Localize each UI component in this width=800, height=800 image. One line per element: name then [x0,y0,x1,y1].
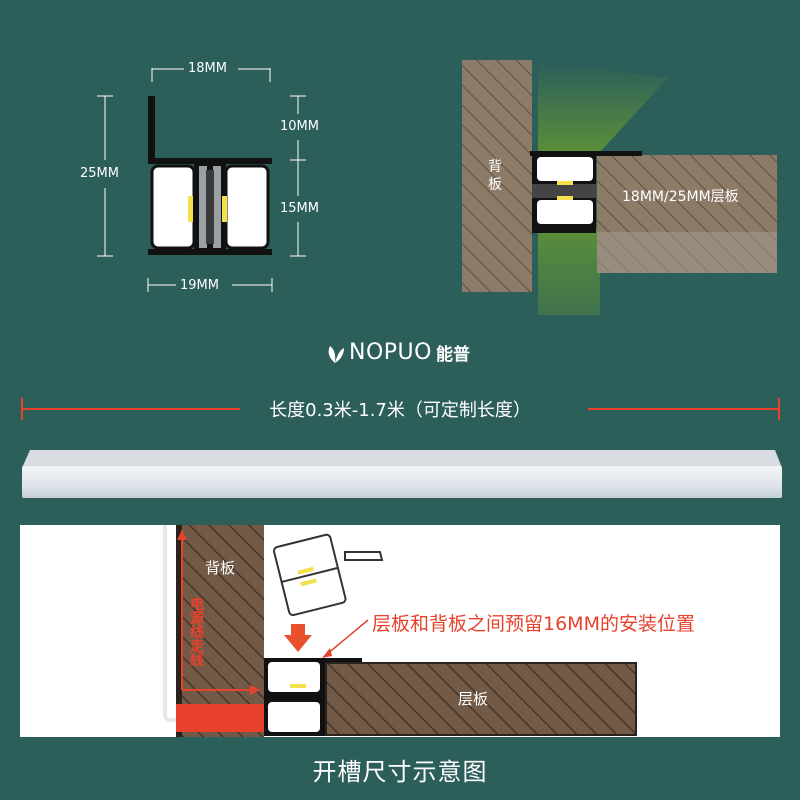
brand-name: NOPUO [349,340,432,365]
light-bar [22,450,782,498]
shelf-label: 18MM/25MM层板 [622,189,739,205]
installation-view [462,60,777,315]
groove-shelf [325,662,637,736]
groove-back-panel [176,525,264,737]
brand-name-cn: 能普 [435,345,470,365]
wire-route-label: 电 源 线 走 线 [190,597,204,669]
leaf-icon [328,345,344,363]
groove-back-panel-label: 背板 [205,559,236,577]
groove-shelf-label: 层板 [458,690,489,708]
dim-height-total: 25MM [80,166,119,181]
install-gap-note: 层板和背板之间预留16MM的安装位置 [372,613,695,635]
dim-width-top: 18MM [188,61,227,76]
dim-width-bottom: 19MM [180,278,219,293]
aluminium-profile-section [148,96,272,255]
brand-logo: NOPUO 能普 [325,340,470,365]
diagram-caption: 开槽尺寸示意图 [312,758,488,786]
dim-height-lower: 15MM [280,201,319,216]
dim-height-upper: 10MM [280,119,319,134]
length-label: 长度0.3米-1.7米（可定制长度） [269,400,531,421]
profile-dimension-drawing [97,68,306,292]
groove-diagram-panel [20,525,780,737]
back-panel [462,60,532,292]
length-dimension-line [21,398,780,420]
back-panel-label: 背 板 [488,159,502,193]
groove-diagram [163,525,637,737]
